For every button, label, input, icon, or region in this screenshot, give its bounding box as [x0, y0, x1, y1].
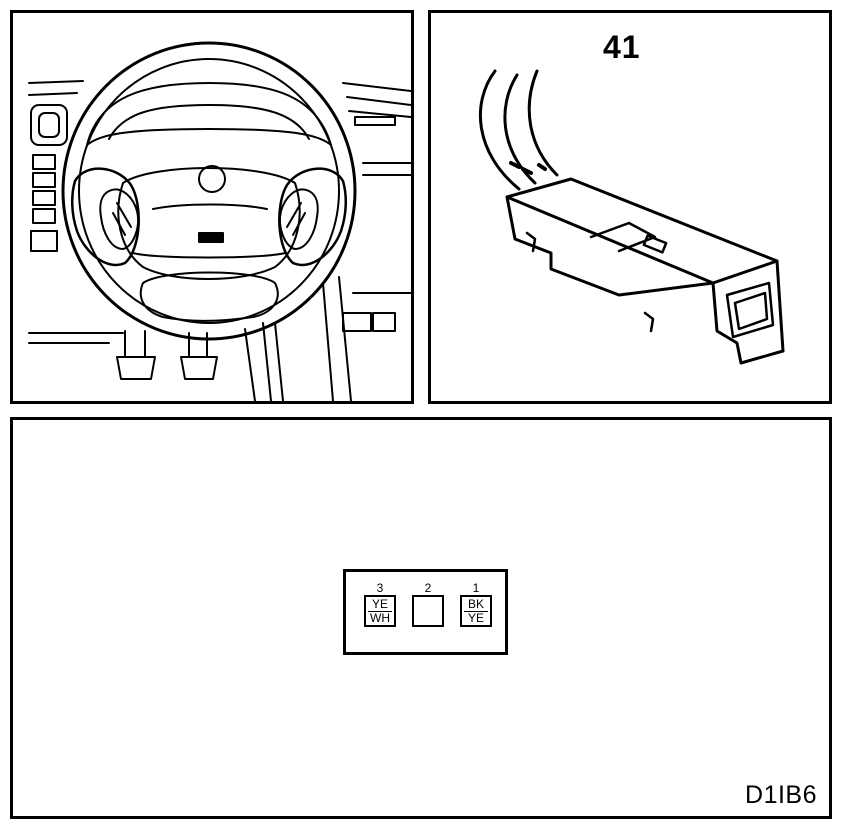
pin-number: 2 [424, 581, 432, 595]
pin-number: 1 [472, 581, 480, 595]
pin-cavity: BK YE [460, 595, 492, 627]
pin-cavity: YE WH [364, 595, 396, 627]
pin-number: 3 [376, 581, 384, 595]
wire-color-top: BK [464, 598, 488, 612]
diagram-code: D1IB6 [745, 781, 817, 809]
connector-illustration [478, 69, 785, 365]
pin-cavity-empty [412, 595, 444, 627]
pinout-panel: 3 YE WH 2 1 BK YE D1IB6 [10, 417, 832, 819]
pin-1: 1 BK YE [460, 582, 492, 627]
wire-color-bottom: WH [370, 611, 390, 625]
pin-2: 2 [412, 582, 444, 627]
pin-3: 3 YE WH [364, 582, 396, 627]
wire-color-top: YE [368, 598, 392, 612]
steering-wheel-illustration [28, 41, 411, 401]
steering-wheel-location-panel [10, 10, 414, 404]
connector-face: 3 YE WH 2 1 BK YE [343, 569, 508, 655]
connector-view-panel: 41 [428, 10, 832, 404]
connector-number-label: 41 [603, 29, 641, 65]
wire-color-bottom: YE [467, 611, 484, 625]
